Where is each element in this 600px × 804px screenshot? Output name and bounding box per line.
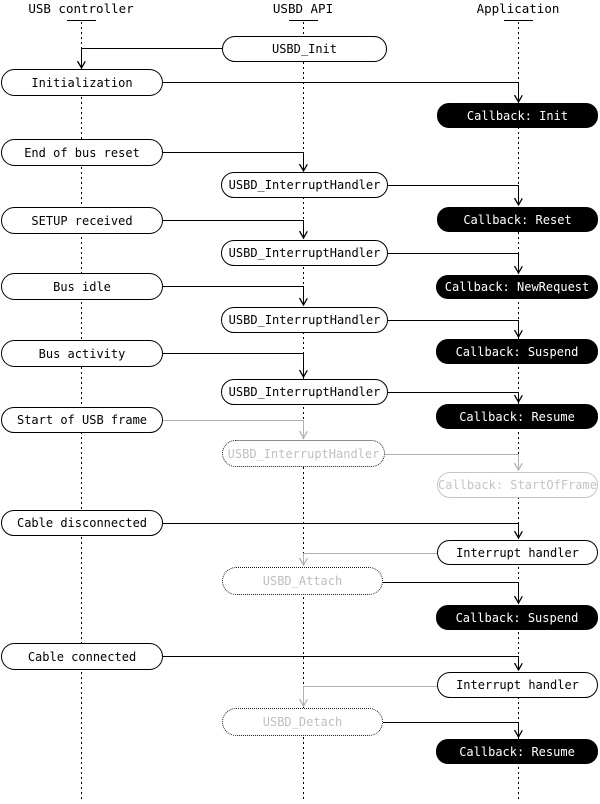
node-callback-reset: Callback: Reset xyxy=(437,207,598,232)
node-cable-connected: Cable connected xyxy=(1,643,163,670)
connector-interrupt-handler-to-usbd-detach xyxy=(304,686,437,707)
actor-label-usb-controller: USB controller xyxy=(28,1,134,16)
node-setup-received: SETUP received xyxy=(1,207,163,234)
connector-handler-to-callback-reset xyxy=(388,185,519,206)
connector-interrupt-handler-to-usbd-attach xyxy=(304,553,437,566)
node-cable-disconnected: Cable disconnected xyxy=(1,510,163,536)
node-bus-idle: Bus idle xyxy=(1,273,163,300)
node-interrupt-handler-1: Interrupt handler xyxy=(437,540,598,565)
connector-cable-disconnected-to-interrupt-handler xyxy=(163,523,519,539)
node-usbd-interrupthandler-1: USBD_InterruptHandler xyxy=(221,172,388,198)
connector-initialization-to-callback-init xyxy=(163,82,519,103)
node-interrupt-handler-2: Interrupt handler xyxy=(437,672,598,698)
actor-label-usbd-api: USBD API xyxy=(272,1,334,16)
node-callback-newrequest: Callback: NewRequest xyxy=(436,275,598,299)
connector-start-of-usb-frame-to-handler xyxy=(163,420,304,439)
node-usbd-init: USBD_Init xyxy=(222,36,387,62)
node-callback-resume-1: Callback: Resume xyxy=(436,404,598,429)
node-usbd-detach-inactive: USBD_Detach xyxy=(222,708,383,736)
connector-usbd-init-to-initialization xyxy=(82,48,222,69)
connector-bus-idle-to-handler xyxy=(163,286,304,306)
connector-handler-to-callback-resume xyxy=(388,392,519,403)
node-initialization: Initialization xyxy=(1,69,163,96)
node-usbd-attach-inactive: USBD_Attach xyxy=(222,567,383,595)
connector-end-of-bus-reset-to-handler xyxy=(163,152,304,172)
node-usbd-interrupthandler-3: USBD_InterruptHandler xyxy=(221,307,388,333)
node-usbd-interrupthandler-4: USBD_InterruptHandler xyxy=(221,379,388,405)
node-callback-resume-2: Callback: Resume xyxy=(436,739,598,764)
connector-handler-to-callback-newrequest xyxy=(388,253,519,274)
connector-usbd-attach-to-callback-suspend xyxy=(383,582,519,604)
node-callback-startofframe-inactive: Callback: StartOfFrame xyxy=(437,472,598,498)
connector-bus-activity-to-handler xyxy=(163,353,304,378)
node-callback-suspend-2: Callback: Suspend xyxy=(436,605,598,630)
connector-handler-to-callback-startofframe xyxy=(385,454,519,471)
connector-usbd-detach-to-callback-resume xyxy=(383,722,519,738)
node-start-of-usb-frame: Start of USB frame xyxy=(1,407,163,433)
connector-handler-to-callback-suspend xyxy=(388,320,519,338)
connector-setup-received-to-handler xyxy=(163,220,304,239)
node-callback-init: Callback: Init xyxy=(437,103,598,128)
node-bus-activity: Bus activity xyxy=(1,340,163,367)
node-usbd-interrupthandler-5-inactive: USBD_InterruptHandler xyxy=(222,440,385,467)
actor-label-application: Application xyxy=(476,1,560,16)
node-end-of-bus-reset: End of bus reset xyxy=(1,139,163,166)
node-usbd-interrupthandler-2: USBD_InterruptHandler xyxy=(221,240,388,266)
node-callback-suspend-1: Callback: Suspend xyxy=(436,339,598,364)
connector-cable-connected-to-interrupt-handler xyxy=(163,656,519,671)
